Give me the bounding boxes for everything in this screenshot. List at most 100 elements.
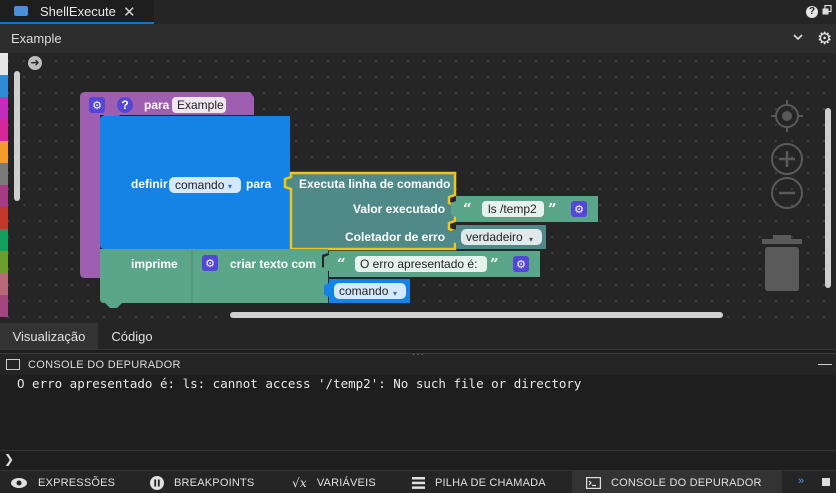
- create-text-gear-button[interactable]: [202, 255, 218, 271]
- toolbox-category-9[interactable]: [0, 229, 8, 251]
- tab-codigo[interactable]: Código: [111, 329, 153, 344]
- chevron-down-icon: ▾: [228, 182, 232, 191]
- workspace-horizontal-scrollbar[interactable]: [230, 312, 723, 318]
- tab-visualizacao[interactable]: Visualização: [0, 323, 98, 350]
- toolbox-category-10[interactable]: [0, 251, 8, 273]
- help-icon[interactable]: [117, 97, 133, 113]
- console-title: CONSOLE DO DEPURADOR: [28, 359, 181, 371]
- define-label: definir: [131, 177, 168, 191]
- trash-icon[interactable]: [760, 233, 804, 293]
- toolbox-category-12[interactable]: [0, 295, 8, 317]
- pause-icon: [150, 475, 164, 490]
- command-value-field[interactable]: [482, 201, 544, 217]
- recenter-icon[interactable]: [769, 98, 805, 134]
- quote-close-icon: ”: [490, 255, 499, 273]
- workspace-vertical-scrollbar[interactable]: [825, 108, 831, 288]
- debug-console-header: ··· CONSOLE DO DEPURADOR —: [0, 349, 836, 375]
- gear-icon: ⚙: [205, 258, 215, 270]
- toolbox-category-5[interactable]: [0, 141, 8, 163]
- procedure-name-field[interactable]: [172, 97, 226, 113]
- quote-open-icon: “: [337, 255, 346, 273]
- zoom-in-icon[interactable]: [769, 141, 805, 177]
- console-icon: [6, 359, 20, 370]
- gear-icon: ⚙: [574, 204, 584, 216]
- define-variable-dropdown[interactable]: [169, 177, 241, 193]
- debug-console-output: O erro apresentado é: ls: cannot access …: [0, 375, 836, 450]
- execute-command-block[interactable]: [283, 171, 457, 251]
- tab-breakpoints[interactable]: BREAKPOINTS: [138, 471, 268, 493]
- close-icon[interactable]: ✕: [123, 4, 136, 21]
- procedure-keyword: para: [144, 98, 170, 112]
- toolbox-category-3[interactable]: [0, 97, 8, 119]
- tab-debug-console[interactable]: CONSOLE DO DEPURADOR: [572, 471, 782, 493]
- gear-icon: ⚙: [516, 259, 526, 271]
- procedure-name: Example: [177, 98, 224, 112]
- toolbox-category-8[interactable]: [0, 207, 8, 229]
- tab-shellexecute[interactable]: ShellExecute ✕: [0, 0, 154, 24]
- tab-call-stack[interactable]: PILHA DE CHAMADA: [400, 471, 568, 493]
- breadcrumb-title[interactable]: Example: [11, 31, 62, 46]
- execute-value-label: Valor executado: [353, 202, 445, 216]
- text-gear-button[interactable]: [571, 201, 587, 217]
- console-icon: [586, 476, 601, 489]
- define-connector: para: [246, 177, 272, 191]
- create-text-label: criar texto com: [230, 257, 316, 271]
- message-value: O erro apresentado é:: [360, 257, 477, 271]
- eye-icon: [11, 477, 27, 488]
- toolbox-category-6[interactable]: [0, 163, 8, 185]
- chevron-down-icon: ▾: [529, 235, 533, 244]
- bottom-panel-tabs: EXPRESSÕES BREAKPOINTS √x VARIÁVEIS PILH…: [0, 470, 836, 493]
- tab-variables[interactable]: √x VARIÁVEIS: [280, 471, 400, 493]
- execute-collector-label: Coletador de erro: [345, 230, 445, 244]
- more-tabs-icon[interactable]: »: [798, 475, 805, 487]
- boolean-dropdown[interactable]: [461, 229, 542, 245]
- help-icon[interactable]: ?: [806, 6, 818, 18]
- function-icon: √x: [292, 475, 307, 490]
- tab-label: CONSOLE DO DEPURADOR: [611, 476, 762, 489]
- toolbox-category-11[interactable]: [0, 273, 8, 295]
- gear-icon[interactable]: ⚙: [817, 29, 833, 48]
- tab-label: PILHA DE CHAMADA: [435, 476, 546, 489]
- tab-label: EXPRESSÕES: [38, 476, 116, 489]
- message-value-field[interactable]: [355, 256, 487, 272]
- toolbox-scrollbar[interactable]: [14, 71, 20, 201]
- print-block[interactable]: [100, 249, 328, 308]
- variable-dropdown[interactable]: [334, 283, 406, 299]
- tab-expressions[interactable]: EXPRESSÕES: [0, 471, 130, 493]
- toolbox-category-4[interactable]: [0, 119, 8, 141]
- toolbox-category-1[interactable]: [0, 53, 8, 75]
- console-input[interactable]: ❯: [0, 450, 836, 469]
- boolean-value: verdadeiro: [466, 230, 523, 244]
- arrow-right-icon[interactable]: ➜: [28, 56, 42, 70]
- tab-label: BREAKPOINTS: [174, 476, 255, 489]
- variable-name: comando: [339, 284, 389, 298]
- toolbox-palette[interactable]: [0, 53, 8, 323]
- tab-label: VARIÁVEIS: [316, 476, 376, 489]
- print-label: imprime: [131, 257, 178, 271]
- tab-title: ShellExecute: [40, 3, 116, 19]
- minimize-button[interactable]: —: [818, 355, 832, 371]
- view-tab-bar: Visualização Código: [0, 323, 836, 350]
- procedure-gear-button[interactable]: [89, 97, 105, 113]
- chevron-down-icon[interactable]: [792, 31, 804, 43]
- quote-close-icon: ”: [548, 200, 557, 218]
- editor-tab-bar: ShellExecute ✕ ?: [0, 0, 836, 24]
- blocks-file-icon: [14, 6, 28, 16]
- console-output-line: O erro apresentado é: ls: cannot access …: [17, 376, 582, 391]
- stack-icon: [412, 476, 425, 489]
- command-value: ls /temp2: [488, 202, 537, 216]
- resize-handle[interactable]: ···: [412, 349, 425, 360]
- blockly-workspace[interactable]: ➜ ⚙ ? para Example definir comando ▾ par…: [0, 53, 836, 323]
- help-mark: ?: [121, 98, 128, 112]
- chevron-down-icon: ▾: [393, 289, 397, 298]
- zoom-out-icon[interactable]: [769, 175, 805, 211]
- toolbox-category-2[interactable]: [0, 75, 8, 97]
- maximize-icon[interactable]: [822, 478, 830, 486]
- toolbox-category-7[interactable]: [0, 185, 8, 207]
- blocks-canvas: ⚙ ? para Example definir comando ▾ para …: [80, 92, 598, 308]
- chevron-right-icon: ❯: [4, 452, 15, 466]
- restore-icon[interactable]: [822, 5, 832, 15]
- execute-title: Executa linha de comando: [299, 177, 450, 191]
- message-gear-button[interactable]: [513, 256, 529, 272]
